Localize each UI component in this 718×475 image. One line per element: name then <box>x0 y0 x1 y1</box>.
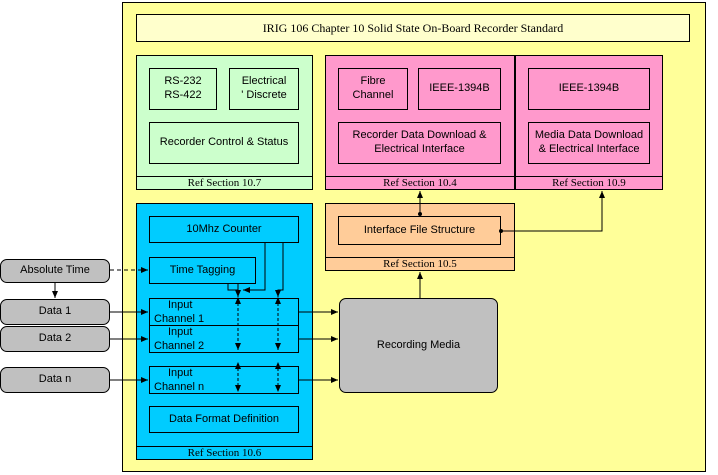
ifs-top-junction <box>418 212 422 216</box>
rs232-rs422-box: RS-232 RS-422 <box>149 68 217 110</box>
electrical-label: Electrical <box>241 75 287 88</box>
time-tagging-box: Time Tagging <box>149 257 256 284</box>
media-download-line2: & Electrical Interface <box>538 143 640 155</box>
input-channel-2-line2: Channel 2 <box>154 339 205 352</box>
media-data-download-box: Media Data Download & Electrical Interfa… <box>528 122 650 164</box>
input-channel-1-line2: Channel 1 <box>154 312 205 325</box>
standard-title: IRIG 106 Chapter 10 Solid State On-Board… <box>136 14 690 42</box>
input-channel-2-line1: Input <box>168 326 193 338</box>
input-channel-n-box: Input Channel n <box>149 366 299 394</box>
data-2-source: Data 2 <box>0 326 110 352</box>
ieee-1394b-download-box: IEEE-1394B <box>418 68 501 110</box>
group-10-4-ref-label: Ref Section 10.4 <box>325 176 515 190</box>
interface-file-structure-box: Interface File Structure <box>338 216 501 245</box>
ieee-1394b-media-box: IEEE-1394B <box>528 68 650 110</box>
rs422-label: RS-422 <box>164 89 202 101</box>
absolute-time-source: Absolute Time <box>0 259 110 283</box>
input-channel-1-line1: Input <box>168 299 193 311</box>
recorder-data-download-box: Recorder Data Download & Electrical Inte… <box>338 122 501 164</box>
counter-10mhz-box: 10Mhz Counter <box>149 216 299 243</box>
channel-label: Channel <box>352 89 394 101</box>
input-channel-n-line2: Channel n <box>154 380 205 393</box>
input-channel-2-box: Input Channel 2 <box>149 325 299 353</box>
rs232-label: RS-232 <box>164 75 202 88</box>
media-download-line1: Media Data Download <box>534 129 644 142</box>
group-10-5-ref-label: Ref Section 10.5 <box>325 257 515 271</box>
time-tagging-side-arrow <box>227 284 238 291</box>
recorder-control-status-box: Recorder Control & Status <box>149 122 299 164</box>
group-10-7-ref-label: Ref Section 10.7 <box>136 176 313 190</box>
discrete-label: ' Discrete <box>241 89 287 101</box>
data-format-definition-box: Data Format Definition <box>149 406 299 433</box>
ifs-to-media-download-arrow <box>501 191 605 232</box>
counter-to-channel1-arrow <box>275 243 284 297</box>
group-10-9-ref-label: Ref Section 10.9 <box>515 176 663 190</box>
electrical-discrete-box: Electrical ' Discrete <box>229 68 299 110</box>
ifs-right-junction <box>499 229 503 233</box>
input-channel-1-box: Input Channel 1 <box>149 298 299 326</box>
data-1-source: Data 1 <box>0 299 110 325</box>
recorder-download-line1: Recorder Data Download & <box>352 129 487 142</box>
group-10-6-ref-label: Ref Section 10.6 <box>136 446 313 460</box>
recorder-download-line2: Electrical Interface <box>374 143 465 155</box>
data-n-source: Data n <box>0 367 110 393</box>
recording-media-box: Recording Media <box>339 298 498 393</box>
fibre-label: Fibre <box>360 75 386 88</box>
counter-to-time-tagging-arrow <box>243 243 266 293</box>
fibre-channel-box: Fibre Channel <box>338 68 408 110</box>
input-channel-n-line1: Input <box>168 367 193 379</box>
